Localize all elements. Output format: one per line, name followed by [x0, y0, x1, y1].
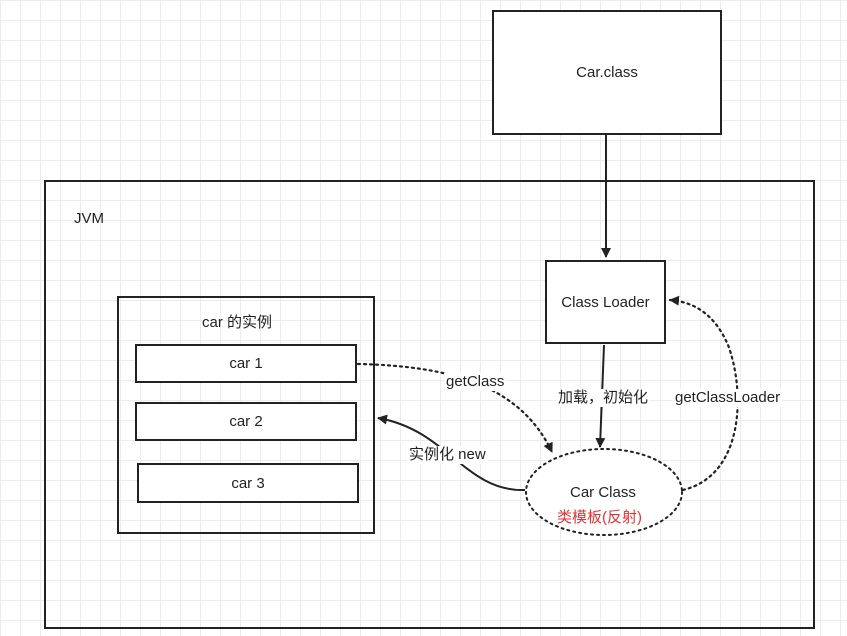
instance-car-2-label: car 2 [229, 413, 263, 430]
getclassloader-arrow [668, 295, 739, 492]
class-loader-box: Class Loader [545, 260, 666, 344]
instantiate-label: 实例化 new [407, 446, 488, 464]
class-loader-label: Class Loader [561, 293, 650, 311]
instance-car-2: car 2 [135, 402, 357, 441]
getclassloader-label: getClassLoader [673, 389, 783, 407]
instance-car-1: car 1 [135, 344, 357, 383]
car-class-file-box: Car.class [492, 10, 722, 135]
getclass-label: getClass [444, 373, 507, 391]
instances-title: car 的实例 [202, 314, 273, 331]
car-class-file-label: Car.class [576, 64, 638, 81]
car-class-node [525, 448, 683, 536]
instance-car-3-label: car 3 [231, 474, 265, 492]
car-class-note: 类模板(反射) [557, 509, 642, 526]
load-init-label: 加载，初始化 [556, 389, 651, 407]
instance-car-3: car 3 [137, 463, 359, 503]
jvm-label: JVM [74, 210, 104, 227]
instance-car-1-label: car 1 [229, 355, 263, 372]
car-class-label: Car Class [570, 484, 636, 501]
instances-container [117, 296, 375, 534]
